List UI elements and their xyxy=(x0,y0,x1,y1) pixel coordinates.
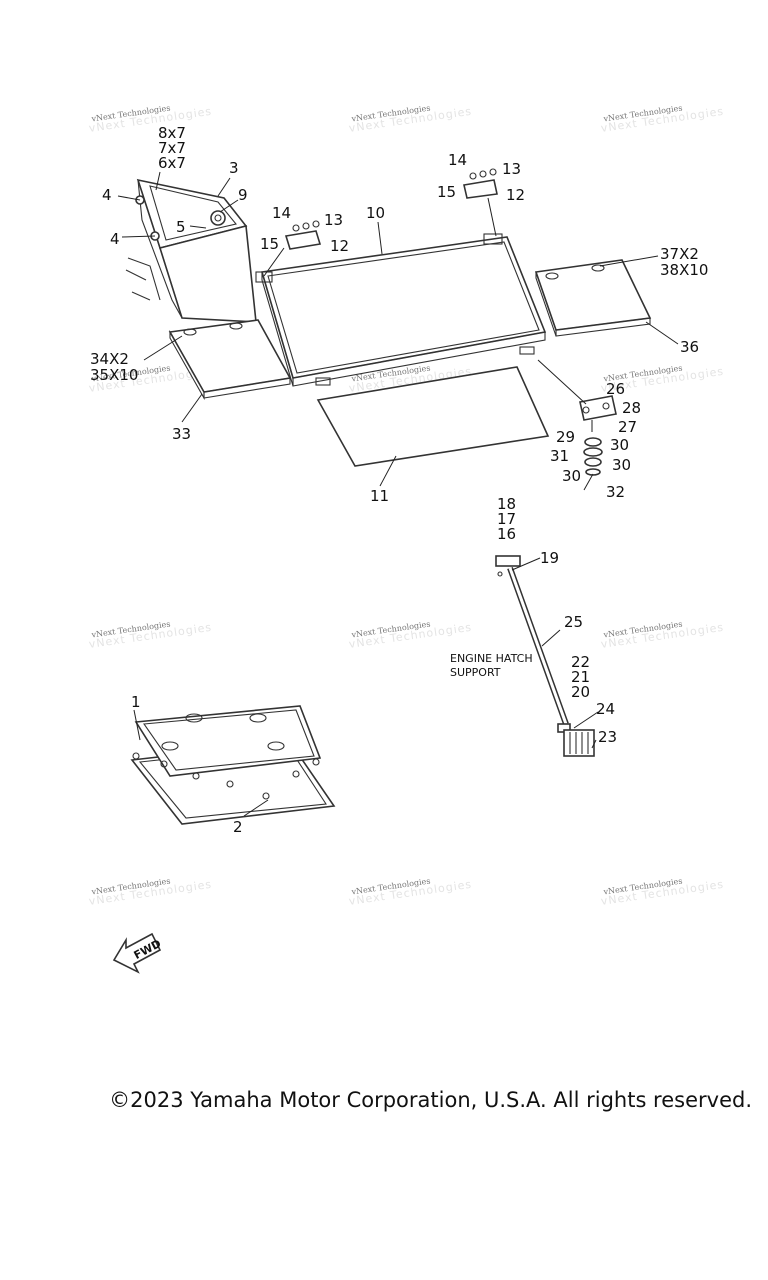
fwd-arrow: FWD xyxy=(112,932,163,974)
callout-21: 21 xyxy=(571,668,590,686)
glove-box xyxy=(125,178,257,323)
hatch-mat xyxy=(316,366,550,467)
callout-23: 23 xyxy=(598,728,617,746)
callout-11: 11 xyxy=(370,487,389,505)
hatch-lid xyxy=(260,236,547,387)
callout-9: 9 xyxy=(238,186,248,204)
hatch-support-label-1: ENGINE HATCH xyxy=(450,652,533,665)
callouts: 8x7 7x7 6x7 3 4 4 5 9 10 14 13 15 12 14 … xyxy=(90,124,708,836)
callout-25: 25 xyxy=(564,613,583,631)
callout-31: 31 xyxy=(550,447,569,465)
hinge-plate xyxy=(483,233,503,245)
hinge-left xyxy=(284,220,322,250)
callout-30: 30 xyxy=(562,467,581,485)
callout-10: 10 xyxy=(366,204,385,222)
copyright-notice: ©2023 Yamaha Motor Corporation, U.S.A. A… xyxy=(109,1088,752,1112)
callout-qty-34x2: 34X2 xyxy=(90,350,129,368)
callout-4: 4 xyxy=(102,186,112,204)
callout-32: 32 xyxy=(606,483,625,501)
callout-30: 30 xyxy=(612,456,631,474)
callout-22: 22 xyxy=(571,653,590,671)
callout-qty-38x10: 38X10 xyxy=(660,261,708,279)
callout-12: 12 xyxy=(506,186,525,204)
callout-qty-8x7: 8x7 xyxy=(158,124,186,142)
callout-14: 14 xyxy=(272,204,291,222)
callout-36: 36 xyxy=(680,338,699,356)
callout-13: 13 xyxy=(324,211,343,229)
right-lid xyxy=(534,259,652,337)
callout-29: 29 xyxy=(556,428,575,446)
callout-5: 5 xyxy=(176,218,186,236)
callout-27: 27 xyxy=(618,418,637,436)
callout-13: 13 xyxy=(502,160,521,178)
left-lid xyxy=(168,319,292,401)
callout-1: 1 xyxy=(131,693,141,711)
callout-18: 18 xyxy=(497,495,516,513)
callout-12: 12 xyxy=(330,237,349,255)
callout-qty-35x10: 35X10 xyxy=(90,366,138,384)
callout-14: 14 xyxy=(448,151,467,169)
callout-19: 19 xyxy=(540,549,559,567)
callout-16: 16 xyxy=(497,525,516,543)
callout-qty-6x7: 6x7 xyxy=(158,154,186,172)
latch-assembly xyxy=(579,395,617,476)
callout-30: 30 xyxy=(610,436,629,454)
callout-qty-37x2: 37X2 xyxy=(660,245,699,263)
callout-20: 20 xyxy=(571,683,590,701)
callout-qty-7x7: 7x7 xyxy=(158,139,186,157)
hinge-plate xyxy=(255,271,273,283)
leader-lines xyxy=(117,171,679,817)
callout-3: 3 xyxy=(229,159,239,177)
hinge-right xyxy=(463,168,498,199)
hatch-support-strut xyxy=(495,555,595,757)
callout-2: 2 xyxy=(233,818,243,836)
callout-26: 26 xyxy=(606,380,625,398)
callout-15: 15 xyxy=(260,235,279,253)
hatch-support-label-2: SUPPORT xyxy=(450,666,501,679)
callout-28: 28 xyxy=(622,399,641,417)
callout-33: 33 xyxy=(172,425,191,443)
callout-4: 4 xyxy=(110,230,120,248)
callout-15: 15 xyxy=(437,183,456,201)
callout-17: 17 xyxy=(497,510,516,528)
hatch-gasket xyxy=(130,705,336,825)
callout-24: 24 xyxy=(596,700,615,718)
